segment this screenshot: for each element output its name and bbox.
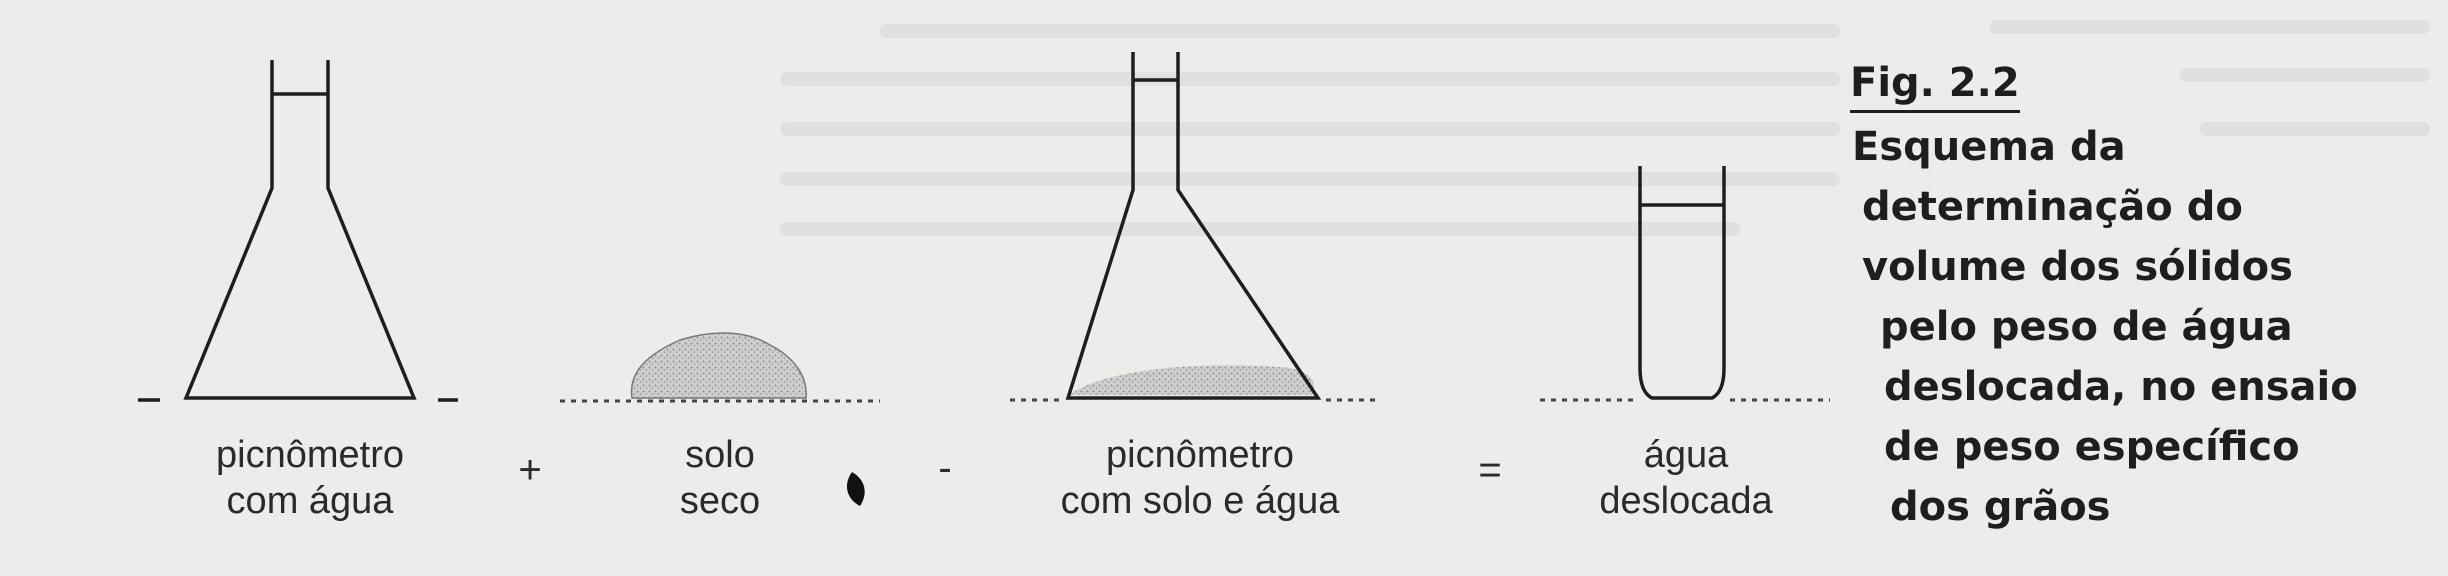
picnometer-with-soil-and-water-icon <box>1010 52 1380 402</box>
caption-line: dos grãos <box>1890 484 2111 530</box>
bleed-through-line <box>780 122 1840 136</box>
bleed-through-line <box>2200 122 2430 136</box>
label-dry-soil: solo seco <box>679 434 761 522</box>
plus-operator: + <box>518 448 542 492</box>
equals-operator: = <box>1478 448 1502 492</box>
dry-soil-icon <box>560 332 880 403</box>
caption-line: Esquema da <box>1852 124 2126 170</box>
bleed-through-line <box>780 222 1740 236</box>
minus-operator: - <box>938 446 952 490</box>
caption-line: deslocada, no ensaio <box>1884 364 2358 410</box>
bleed-through-line <box>880 24 1840 38</box>
bleed-through-line <box>2180 68 2430 82</box>
caption-line: de peso específico <box>1884 424 2300 470</box>
label-picnometer-with-soil-and-water: picnômetro com solo e água <box>1060 434 1340 522</box>
label-picnometer-with-water: picnômetro com água <box>216 434 404 522</box>
figure-number: Fig. 2.2 <box>1850 58 2020 113</box>
bleed-through-line <box>780 172 1840 186</box>
displaced-water-icon <box>1540 166 1830 402</box>
caption-line: volume dos sólidos <box>1862 244 2293 290</box>
bleed-through-line <box>1990 20 2430 34</box>
figure-caption: Fig. 2.2 Esquema da determinação do volu… <box>1850 58 2430 537</box>
ink-mark <box>846 472 865 506</box>
bleed-through-line <box>780 72 1840 86</box>
caption-line: pelo peso de água <box>1880 304 2293 350</box>
label-displaced-water: água deslocada <box>1599 434 1773 522</box>
caption-text: Esquema da determinação do volume dos só… <box>1850 117 2430 537</box>
caption-line: determinação do <box>1862 184 2243 230</box>
picnometer-with-water-icon <box>138 60 458 402</box>
